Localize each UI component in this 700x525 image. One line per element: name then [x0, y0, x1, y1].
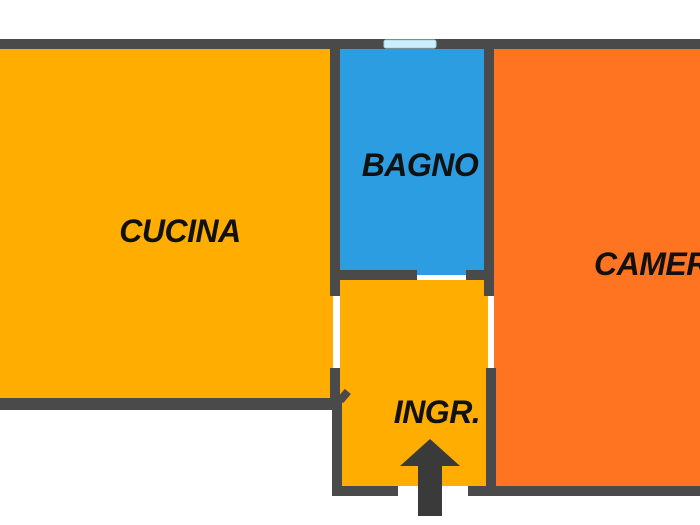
- room-ingresso: [340, 280, 488, 486]
- wall-top: [0, 39, 700, 49]
- room-cucina: [0, 47, 333, 404]
- wall-bagno-right: [484, 39, 494, 296]
- window-bagno: [383, 39, 437, 49]
- room-bagno: [340, 47, 488, 275]
- wall-bagno-bottom-left: [335, 270, 417, 280]
- walls: [0, 39, 700, 496]
- label-ingresso: INGR.: [394, 394, 480, 430]
- entrance-arrow-icon: [400, 439, 460, 516]
- wall-ingresso-right-lower: [486, 368, 496, 494]
- wall-ingresso-left: [332, 400, 342, 496]
- room-camera: [494, 47, 700, 486]
- wall-bottom-right: [468, 486, 700, 496]
- wall-cucina-bottom: [0, 398, 340, 410]
- wall-bottom-left: [332, 486, 398, 496]
- wall-cucina-right-upper: [330, 39, 340, 296]
- wall-bagno-bottom-right: [466, 270, 494, 280]
- label-camera: CAMER: [594, 246, 700, 282]
- label-cucina: CUCINA: [119, 213, 240, 249]
- wall-cucina-right-lower: [330, 368, 340, 408]
- label-bagno: BAGNO: [362, 147, 479, 183]
- wall-jamb-1: [337, 388, 351, 404]
